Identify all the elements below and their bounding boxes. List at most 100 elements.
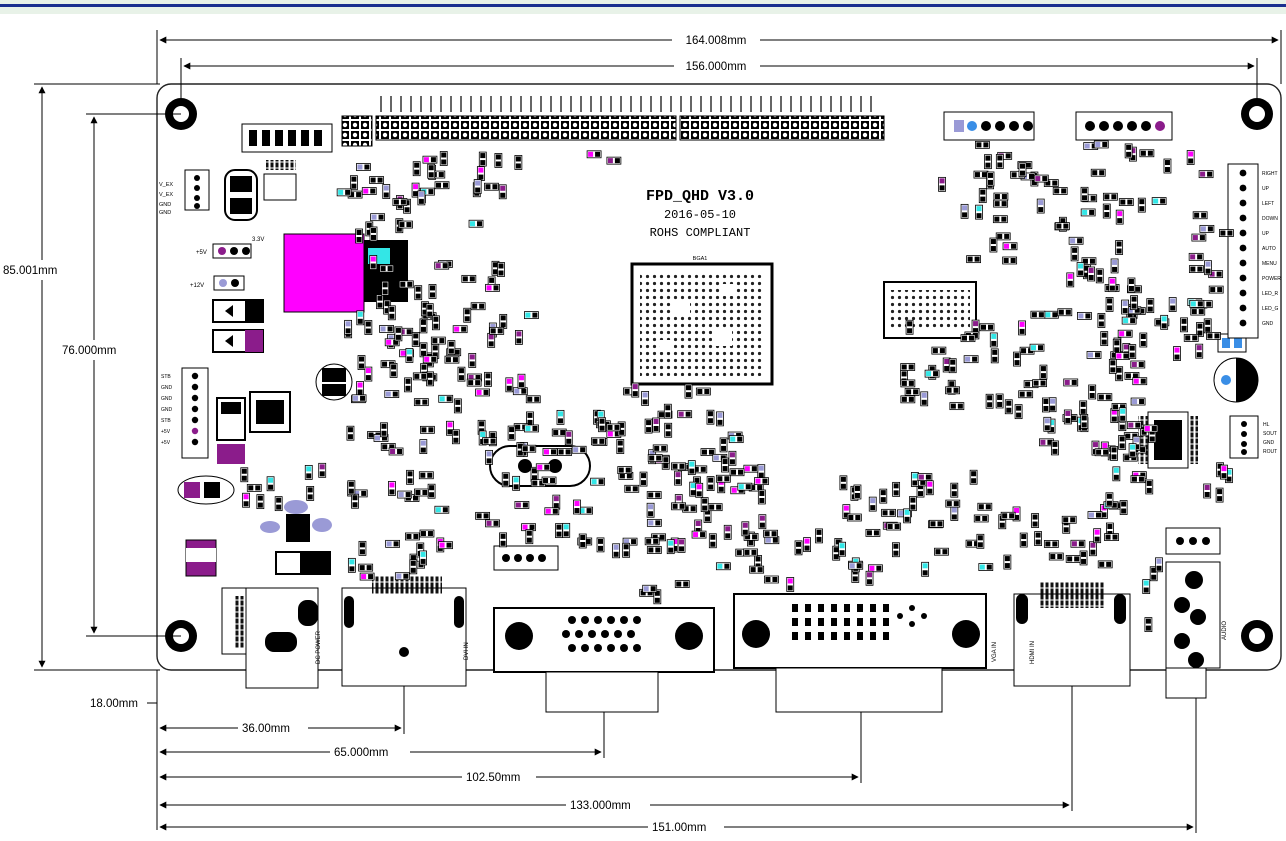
smd-part [361, 187, 377, 195]
smd-part [1192, 211, 1208, 220]
smd-part [505, 377, 514, 393]
smd-part [1191, 233, 1207, 242]
j5-pin [1239, 199, 1247, 207]
smd-part [1018, 390, 1034, 399]
connector-j4 [1075, 111, 1173, 141]
pin-label-mark [780, 96, 782, 112]
pin-label-mark [420, 96, 422, 112]
smd-part [1043, 179, 1059, 187]
pin-label-mark [660, 96, 662, 112]
j1-pin [191, 394, 199, 402]
smd-part [934, 547, 949, 556]
smd-part [1149, 566, 1158, 582]
smd-part [616, 439, 625, 454]
connector-power-left [184, 169, 210, 211]
pin-label-mark [620, 96, 622, 112]
smd-part [644, 537, 660, 546]
smd-part [903, 508, 912, 524]
top-dimensions [156, 30, 1282, 98]
j5-pin [1239, 274, 1247, 282]
smd-part [989, 332, 998, 348]
smd-part [1042, 397, 1050, 413]
smd-part [1097, 393, 1113, 402]
smd-part [969, 469, 978, 485]
smd-part [975, 140, 990, 149]
smd-part [1203, 318, 1212, 334]
vga-pin [633, 644, 641, 652]
smd-part [1029, 343, 1045, 352]
dim-bottom-2: 36.00mm [242, 723, 290, 735]
smd-part [1002, 242, 1018, 251]
j5-pin [1239, 214, 1247, 222]
smd-part [444, 355, 460, 364]
j5-pin [1239, 259, 1247, 267]
diode-block-pad [221, 402, 241, 414]
jumper-12v-label: +12V [190, 283, 204, 289]
port-dvi-outline [341, 576, 467, 687]
smd-part [1118, 198, 1134, 206]
smd-part [419, 439, 428, 454]
smd-part [468, 353, 477, 368]
smd-part [949, 402, 965, 411]
smd-part [917, 473, 933, 481]
smd-part [419, 529, 435, 538]
vga-pin [594, 644, 602, 652]
vga-pins [562, 616, 641, 652]
smd-part [606, 423, 621, 432]
smd-part [266, 476, 275, 492]
smd-part [1126, 421, 1142, 430]
dvi-pin [883, 604, 889, 612]
smd-part [398, 220, 413, 229]
smd-part [1086, 351, 1102, 359]
j1-pin-label: GND [161, 407, 173, 413]
smd-part [995, 232, 1011, 241]
smd-part [404, 377, 412, 393]
top-pin-header-right [679, 115, 885, 141]
dvi-pin [844, 632, 850, 640]
j5-pin [1239, 289, 1247, 297]
smd-part [392, 198, 408, 206]
smd-part [1034, 531, 1042, 546]
smd-part [475, 511, 491, 520]
j1-pin [191, 383, 199, 391]
j8-pin-label: SOUT [1263, 431, 1277, 437]
smd-part [485, 449, 493, 465]
smd-part [1117, 329, 1133, 338]
smd-part [413, 398, 429, 407]
smd-part [1163, 158, 1172, 174]
smd-part [573, 499, 581, 515]
smd-part [1002, 256, 1018, 265]
smd-part [359, 572, 375, 581]
smd-part [1079, 550, 1088, 566]
smd-part [879, 488, 888, 504]
smd-part [945, 499, 961, 508]
j5-pin-label: LED_G [1262, 306, 1279, 312]
smd-part [624, 484, 640, 493]
smd-part [1105, 297, 1114, 312]
smd-part [461, 274, 477, 283]
smd-part [1121, 316, 1137, 325]
dim-top-holes: 156.000mm [686, 61, 747, 73]
smd-part [646, 546, 662, 554]
smd-part [1188, 265, 1204, 273]
vga-pin [607, 644, 615, 652]
smd-part [995, 393, 1004, 409]
smd-part [671, 502, 686, 511]
smd-part [646, 491, 662, 499]
smd-part [551, 428, 567, 437]
smd-part [1142, 579, 1151, 594]
smd-part [945, 386, 960, 395]
dim-bottom-5: 133.000mm [570, 800, 631, 812]
smd-part [578, 533, 587, 549]
memory-chip [883, 281, 977, 339]
smd-part [1130, 295, 1138, 311]
smd-part [846, 513, 862, 522]
smd-part [715, 474, 731, 483]
dvi-pin [883, 618, 889, 626]
smd-part [1219, 229, 1234, 237]
smd-components [240, 140, 1234, 633]
smd-part [356, 163, 371, 171]
j1-pin-label: STB [161, 374, 171, 380]
pin-label-mark [820, 96, 822, 112]
